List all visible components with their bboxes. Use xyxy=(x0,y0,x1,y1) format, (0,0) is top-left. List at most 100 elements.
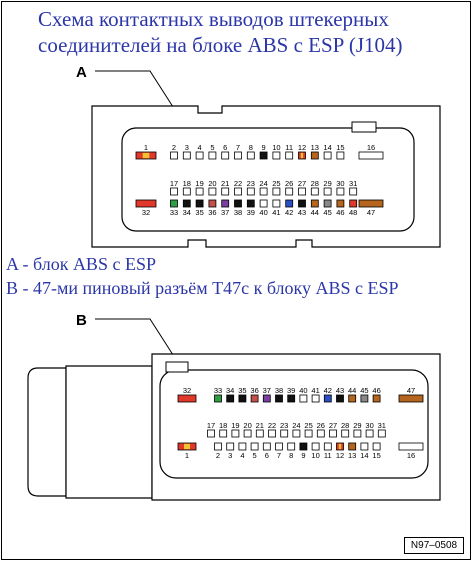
pin-37-a xyxy=(221,199,230,208)
pin-48-label-a: 48 xyxy=(349,208,357,217)
pin-19-label-a: 19 xyxy=(195,179,203,188)
pin-46-b xyxy=(372,394,381,403)
pin-33-a xyxy=(170,199,178,208)
pin-11-label-b: 11 xyxy=(324,451,332,460)
view-label-a: A xyxy=(76,64,87,81)
leader-line-b xyxy=(95,318,176,359)
pin-44-label-b: 44 xyxy=(348,386,356,395)
pin-34-b xyxy=(226,394,235,403)
pin-31-b xyxy=(377,429,386,438)
pin-24-label-a: 24 xyxy=(259,179,267,188)
pin-28-a xyxy=(310,187,319,196)
caption-a: A - блок ABS с ESP xyxy=(6,254,156,274)
pin-2-label-b: 2 xyxy=(216,451,220,460)
pin-29-label-b: 29 xyxy=(353,421,361,430)
pin-26-label-a: 26 xyxy=(285,179,293,188)
pin-45-a xyxy=(323,199,332,208)
pin-4-b xyxy=(238,442,247,451)
pin-38-b xyxy=(275,394,283,403)
pin-38-a xyxy=(234,199,242,208)
pin-29-a xyxy=(323,187,332,196)
pin-7-label-b: 7 xyxy=(277,451,281,460)
pin-26-a xyxy=(285,187,294,196)
pin-19-a xyxy=(195,187,204,196)
pin-39-label-b: 39 xyxy=(287,386,295,395)
pin-8-label-b: 8 xyxy=(289,451,293,460)
pin-15-b xyxy=(372,442,381,451)
pin-2-a xyxy=(170,151,178,160)
pin-18-label-b: 18 xyxy=(219,421,227,430)
pin-42-label-b: 42 xyxy=(324,386,332,395)
pin-43-label-a: 43 xyxy=(298,208,306,217)
pin-36-label-b: 36 xyxy=(250,386,258,395)
pin-28-b xyxy=(341,429,350,438)
pin-28-label-a: 28 xyxy=(311,179,319,188)
pin-42-b xyxy=(323,394,332,403)
pin-37-label-a: 37 xyxy=(221,208,229,217)
pin-46-label-b: 46 xyxy=(372,386,380,395)
pin-14-b xyxy=(360,442,369,451)
pin-19-b xyxy=(231,429,240,438)
pin-6-label-a: 6 xyxy=(223,143,227,152)
pin-39-label-a: 39 xyxy=(247,208,255,217)
pin-40-label-a: 40 xyxy=(259,208,267,217)
pin-31-label-b: 31 xyxy=(378,421,386,430)
pin-30-b xyxy=(365,429,374,438)
pin-23-label-b: 23 xyxy=(280,421,288,430)
reference-code: N97–0508 xyxy=(404,537,464,554)
pin-16-label-a: 16 xyxy=(367,143,375,152)
pin-20-b xyxy=(243,429,252,438)
pin-35-b xyxy=(238,394,247,403)
pin-46-a xyxy=(336,199,345,208)
pin-37-b xyxy=(262,394,271,403)
pin-46-label-a: 46 xyxy=(336,208,344,217)
pin-21-label-b: 21 xyxy=(256,421,264,430)
pin-33-label-a: 33 xyxy=(170,208,178,217)
pin-23-label-a: 23 xyxy=(247,179,255,188)
pin-36-b xyxy=(250,394,259,403)
pin-28-label-b: 28 xyxy=(341,421,349,430)
pin-6-b xyxy=(262,442,271,451)
pin-4-a xyxy=(195,151,204,160)
pin-14-label-a: 14 xyxy=(323,143,331,152)
pin-22-label-a: 22 xyxy=(234,179,242,188)
key-notch-a xyxy=(351,121,377,133)
pin-35-label-a: 35 xyxy=(195,208,203,217)
pin-12-label-b: 12 xyxy=(336,451,344,460)
pin-7-label-a: 7 xyxy=(236,143,240,152)
pin-31-a xyxy=(349,187,358,196)
pin-30-label-b: 30 xyxy=(365,421,373,430)
pin-1-label-b: 1 xyxy=(185,451,189,460)
pin-25-a xyxy=(272,187,281,196)
contact-field-a xyxy=(121,127,415,232)
pin-27-label-b: 27 xyxy=(329,421,337,430)
pin-21-label-a: 21 xyxy=(221,179,229,188)
pin-24-a xyxy=(259,187,268,196)
pin-39-a xyxy=(246,199,255,208)
pin-21-b xyxy=(255,429,264,438)
pin-5-b xyxy=(250,442,259,451)
pin-32-label-b: 32 xyxy=(183,386,191,395)
pin-41-a xyxy=(272,199,281,208)
pin-32-label-a: 32 xyxy=(142,208,150,217)
pin-30-a xyxy=(336,187,345,196)
pin-47-b xyxy=(398,394,424,403)
pin-26-b xyxy=(316,429,325,438)
pin-41-b xyxy=(311,394,320,403)
pin-6-a xyxy=(221,151,230,160)
pin-33-label-b: 33 xyxy=(214,386,222,395)
pin-34-label-a: 34 xyxy=(183,208,191,217)
pin-16-a xyxy=(358,151,384,160)
pin-17-label-a: 17 xyxy=(170,179,178,188)
pin-38-label-b: 38 xyxy=(275,386,283,395)
pin-35-label-b: 35 xyxy=(238,386,246,395)
pin-3-a xyxy=(182,151,191,160)
pin-15-label-a: 15 xyxy=(336,143,344,152)
pin-34-label-b: 34 xyxy=(226,386,234,395)
pin-31-label-a: 31 xyxy=(349,179,357,188)
diagram-title: Схема контактных выводов штекерных соеди… xyxy=(38,7,403,57)
pin-43-a xyxy=(298,199,306,208)
